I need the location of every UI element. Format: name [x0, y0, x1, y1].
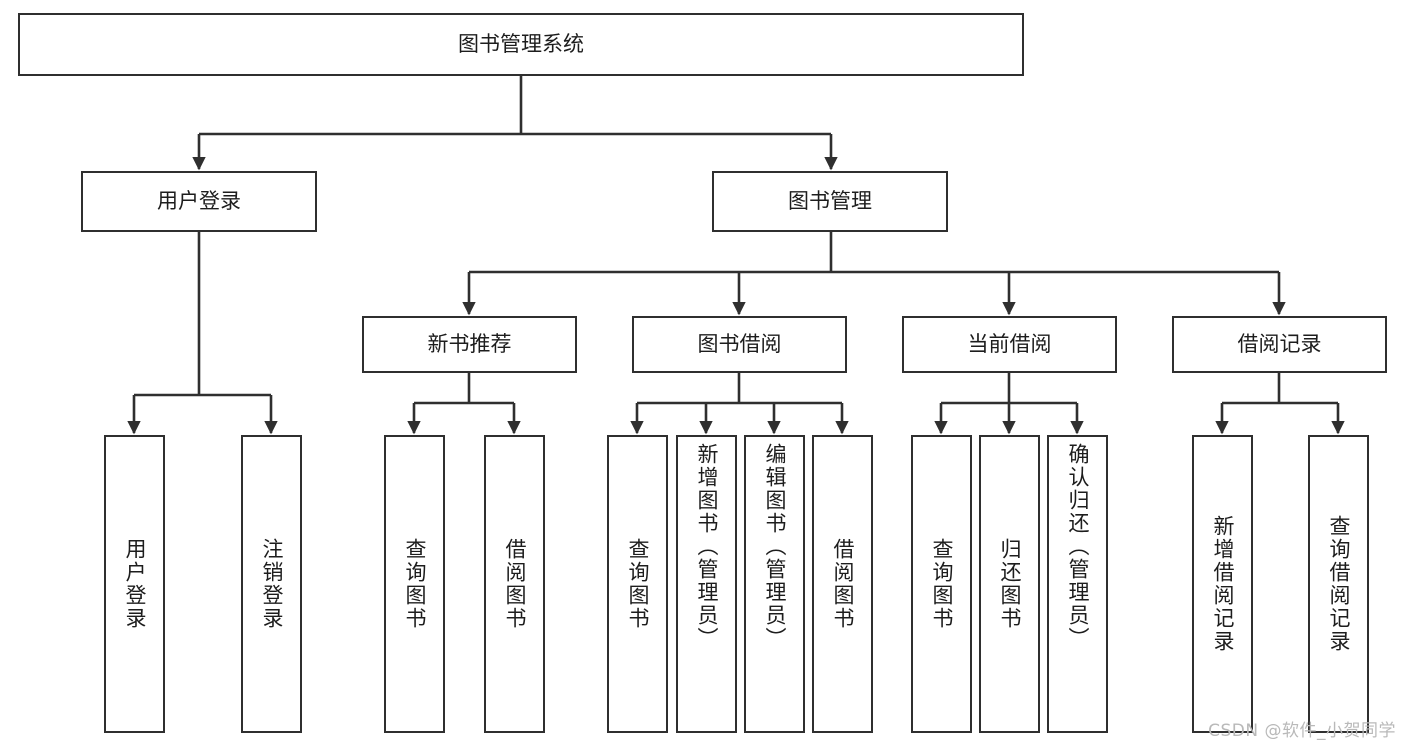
node-leaf-borrow-book-1-label: 借阅图书 [503, 538, 527, 630]
csdn-watermark: CSDN @软件_小贺同学 [1208, 721, 1396, 741]
node-borrow-record[interactable]: 借阅记录 [1172, 316, 1387, 373]
node-leaf-query-record[interactable]: 查询借阅记录 [1308, 435, 1369, 733]
node-leaf-add-book[interactable]: 新增图书（管理员） [676, 435, 737, 733]
node-leaf-borrow-book-2[interactable]: 借阅图书 [812, 435, 873, 733]
node-leaf-borrow-book-2-label: 借阅图书 [831, 538, 855, 630]
node-new-book-recommend[interactable]: 新书推荐 [362, 316, 577, 373]
node-leaf-add-book-label: 新增图书（管理员） [695, 443, 719, 650]
node-book-manage[interactable]: 图书管理 [712, 171, 948, 232]
node-leaf-query-record-label: 查询借阅记录 [1327, 515, 1351, 653]
node-leaf-return-book[interactable]: 归还图书 [979, 435, 1040, 733]
node-leaf-return-book-label: 归还图书 [998, 538, 1022, 630]
node-leaf-borrow-book-1[interactable]: 借阅图书 [484, 435, 545, 733]
node-leaf-query-book-2[interactable]: 查询图书 [607, 435, 668, 733]
node-current-borrow[interactable]: 当前借阅 [902, 316, 1117, 373]
node-new-book-recommend-label: 新书推荐 [427, 332, 512, 357]
node-user-login-label: 用户登录 [157, 189, 241, 214]
node-leaf-edit-book-label: 编辑图书（管理员） [763, 443, 787, 650]
node-leaf-query-book-3-label: 查询图书 [930, 538, 954, 630]
node-leaf-confirm-return-label: 确认归还（管理员） [1066, 443, 1090, 650]
node-current-borrow-label: 当前借阅 [967, 332, 1052, 357]
node-leaf-add-record-label: 新增借阅记录 [1211, 515, 1235, 653]
node-book-manage-label: 图书管理 [788, 189, 872, 214]
node-leaf-query-book-2-label: 查询图书 [626, 538, 650, 630]
node-leaf-user-login-label: 用户登录 [123, 538, 147, 630]
node-leaf-query-book-1-label: 查询图书 [403, 538, 427, 630]
node-root-system-label: 图书管理系统 [458, 32, 584, 57]
node-leaf-query-book-1[interactable]: 查询图书 [384, 435, 445, 733]
node-book-borrow[interactable]: 图书借阅 [632, 316, 847, 373]
node-leaf-user-login[interactable]: 用户登录 [104, 435, 165, 733]
node-leaf-user-logout[interactable]: 注销登录 [241, 435, 302, 733]
node-root-system[interactable]: 图书管理系统 [18, 13, 1024, 76]
node-leaf-user-logout-label: 注销登录 [260, 538, 284, 630]
node-leaf-edit-book[interactable]: 编辑图书（管理员） [744, 435, 805, 733]
node-user-login[interactable]: 用户登录 [81, 171, 317, 232]
node-leaf-confirm-return[interactable]: 确认归还（管理员） [1047, 435, 1108, 733]
node-leaf-add-record[interactable]: 新增借阅记录 [1192, 435, 1253, 733]
node-leaf-query-book-3[interactable]: 查询图书 [911, 435, 972, 733]
node-borrow-record-label: 借阅记录 [1237, 332, 1322, 357]
node-book-borrow-label: 图书借阅 [697, 332, 782, 357]
